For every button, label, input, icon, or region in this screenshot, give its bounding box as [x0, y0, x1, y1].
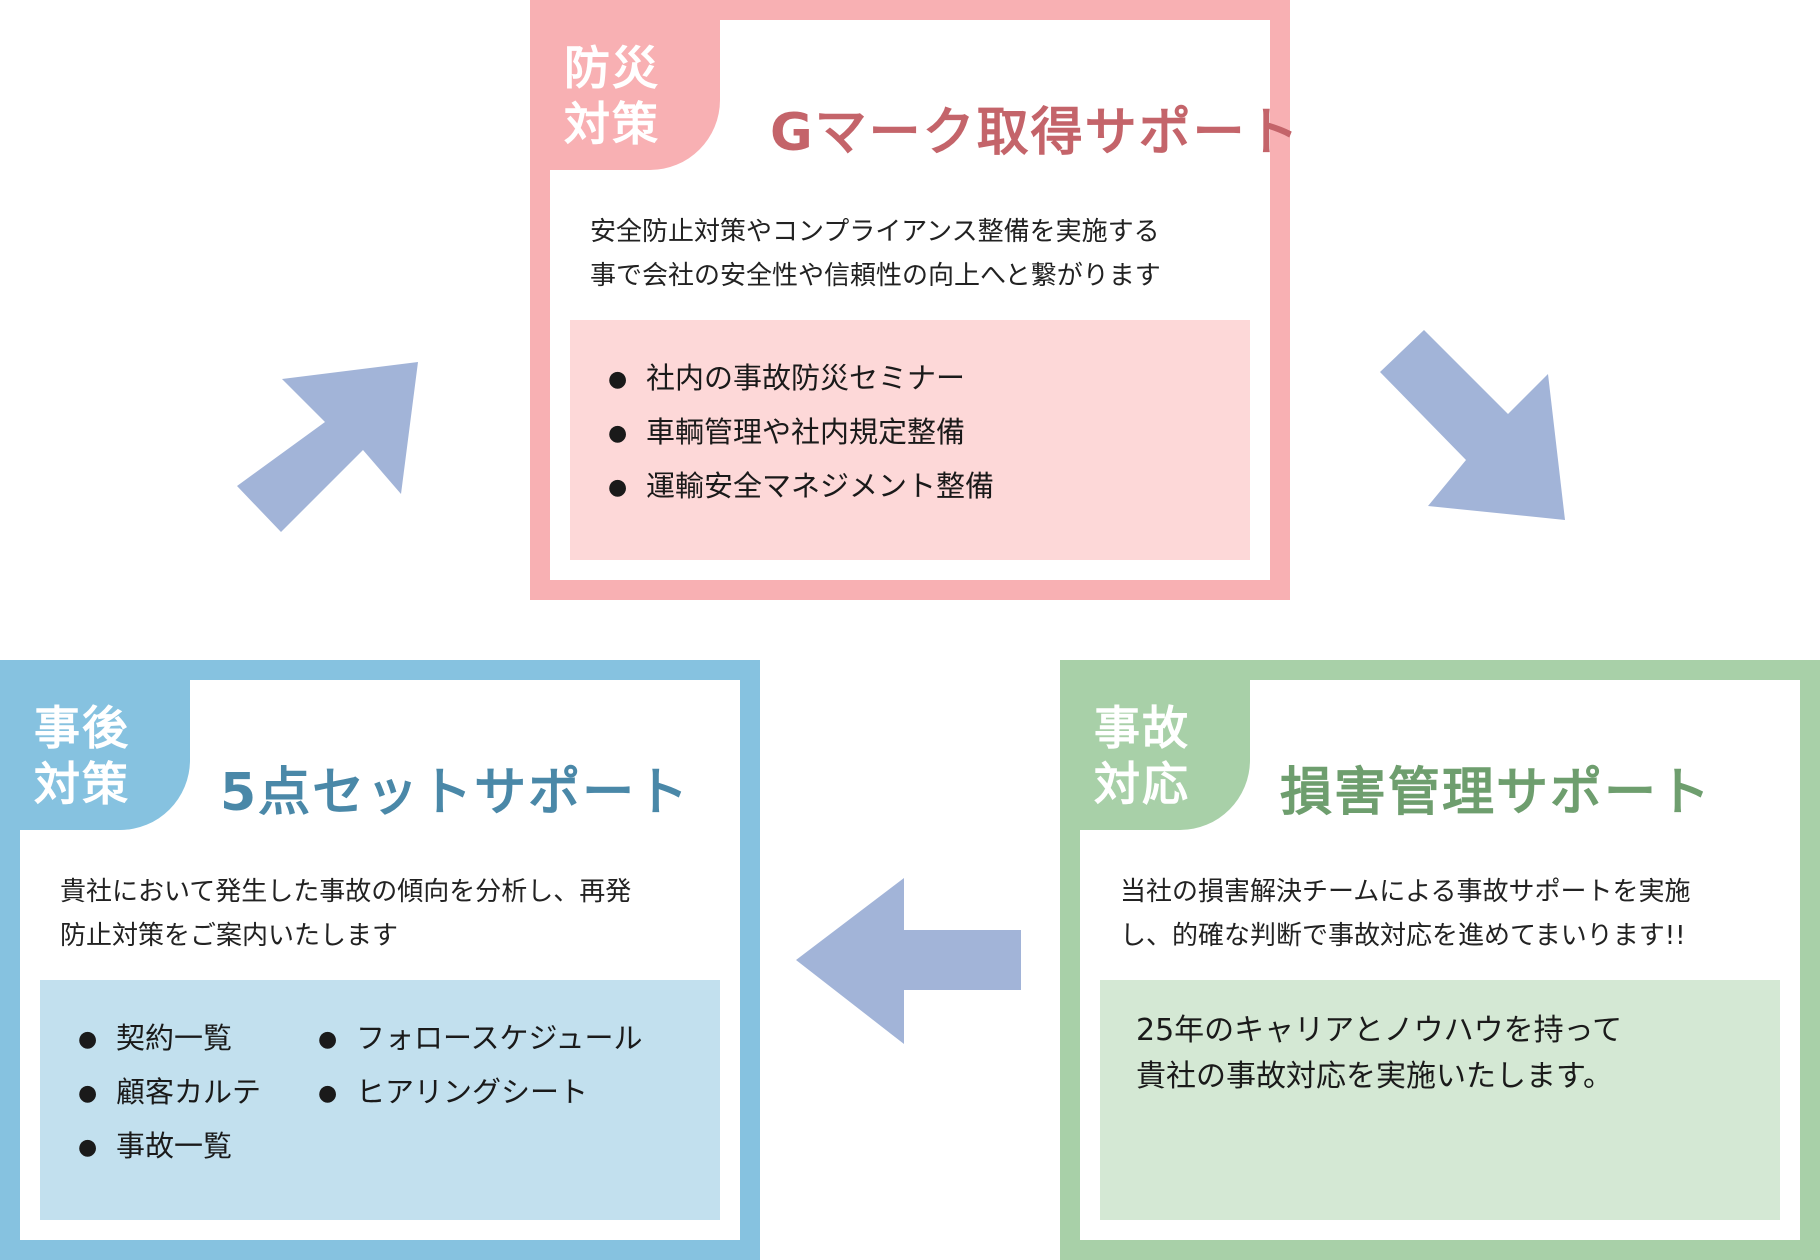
list-item-text: 車輌管理や社内規定整備 [646, 415, 966, 449]
bullet-icon: ● [608, 367, 628, 392]
bullet-icon: ● [78, 1027, 98, 1052]
bullet-icon: ● [78, 1135, 98, 1160]
item-list: ● 社内の事故防災セミナー ● 車輌管理や社内規定整備 ● 運輸安全マネジメント整備 [608, 352, 1250, 514]
bullet-icon: ● [78, 1081, 98, 1106]
card-title: 損害管理サポート [1280, 763, 1713, 823]
description-line: 貴社において発生した事故の傾向を分析し、再発 [60, 877, 632, 907]
card-disaster-prevention: 防災 対策 Gマーク取得サポート 安全防止対策やコンプライアンス整備を実施する … [530, 0, 1299, 600]
card-tag: 事後 対策 [20, 680, 190, 830]
bullet-icon: ● [318, 1027, 338, 1052]
list-item: ● 契約一覧 [78, 1012, 318, 1066]
bullet-icon: ● [318, 1081, 338, 1106]
list-item-text: 契約一覧 [116, 1021, 233, 1055]
description-line: 当社の損害解決チームによる事故サポートを実施 [1120, 877, 1691, 907]
card-description: 当社の損害解決チームによる事故サポートを実施 し、的確な判断で事故対応を進めてま… [1120, 870, 1690, 958]
list-item: ● ヒアリングシート [318, 1066, 643, 1120]
card-title: 5点セットサポート [220, 763, 691, 823]
list-item: ● 社内の事故防災セミナー [608, 352, 1250, 406]
card-title: Gマーク取得サポート [770, 103, 1301, 163]
description-line: し、的確な判断で事故対応を進めてまいります!! [1120, 921, 1686, 951]
card-tag: 事故 対応 [1080, 680, 1250, 830]
list-item-text: 顧客カルテ [116, 1075, 262, 1109]
card-item-box: ● 社内の事故防災セミナー ● 車輌管理や社内規定整備 ● 運輸安全マネジメント整備 [570, 320, 1250, 560]
item-list: ● フォロースケジュール ● ヒアリングシート [318, 1012, 643, 1174]
card-description: 安全防止対策やコンプライアンス整備を実施する 事で会社の安全性や信頼性の向上へと… [590, 210, 1161, 298]
item-columns: ● 契約一覧 ● 顧客カルテ ● 事故一覧 ● フォロースケジュール ● ヒアリングシート [78, 1012, 720, 1174]
list-item: ● 車輌管理や社内規定整備 [608, 406, 1250, 460]
list-item: ● 顧客カルテ [78, 1066, 318, 1120]
card-accident-response: 事故 対応 損害管理サポート 当社の損害解決チームによる事故サポートを実施 し、… [1060, 660, 1820, 1260]
list-item-text: フォロースケジュール [356, 1021, 643, 1055]
arrow-up-right-icon [237, 362, 418, 532]
arrow-left-icon [796, 878, 1021, 1044]
tag-line: 事故 [1094, 701, 1190, 755]
description-line: 事で会社の安全性や信頼性の向上へと繋がります [590, 261, 1161, 291]
box-text-line: 貴社の事故対応を実施いたします。 [1136, 1059, 1613, 1094]
tag-line: 防災 [564, 41, 660, 95]
bullet-icon: ● [608, 421, 628, 446]
description-line: 防止対策をご案内いたします [60, 921, 399, 951]
card-post-accident: 事後 対策 5点セットサポート 貴社において発生した事故の傾向を分析し、再発 防… [0, 660, 760, 1260]
list-item-text: 社内の事故防災セミナー [646, 361, 966, 395]
list-item-text: 運輸安全マネジメント整備 [646, 469, 995, 503]
list-item-text: ヒアリングシート [356, 1075, 589, 1109]
list-item: ● フォロースケジュール [318, 1012, 643, 1066]
bullet-icon: ● [608, 475, 628, 500]
box-text-line: 25年のキャリアとノウハウを持って [1136, 1013, 1623, 1048]
list-item: ● 運輸安全マネジメント整備 [608, 460, 1250, 514]
tag-line: 対策 [34, 757, 130, 811]
card-text-box: 25年のキャリアとノウハウを持って 貴社の事故対応を実施いたします。 [1100, 980, 1780, 1220]
tag-line: 事後 [34, 701, 130, 755]
card-item-box: ● 契約一覧 ● 顧客カルテ ● 事故一覧 ● フォロースケジュール ● ヒアリングシート [40, 980, 720, 1220]
item-list: ● 契約一覧 ● 顧客カルテ ● 事故一覧 [78, 1012, 318, 1174]
description-line: 安全防止対策やコンプライアンス整備を実施する [590, 217, 1160, 247]
tag-line: 対応 [1094, 757, 1190, 811]
card-tag: 防災 対策 [550, 20, 720, 170]
arrow-down-right-icon [1380, 330, 1565, 520]
card-description: 貴社において発生した事故の傾向を分析し、再発 防止対策をご案内いたします [60, 870, 631, 958]
list-item-text: 事故一覧 [116, 1129, 233, 1163]
tag-line: 対策 [564, 97, 660, 151]
list-item: ● 事故一覧 [78, 1120, 318, 1174]
